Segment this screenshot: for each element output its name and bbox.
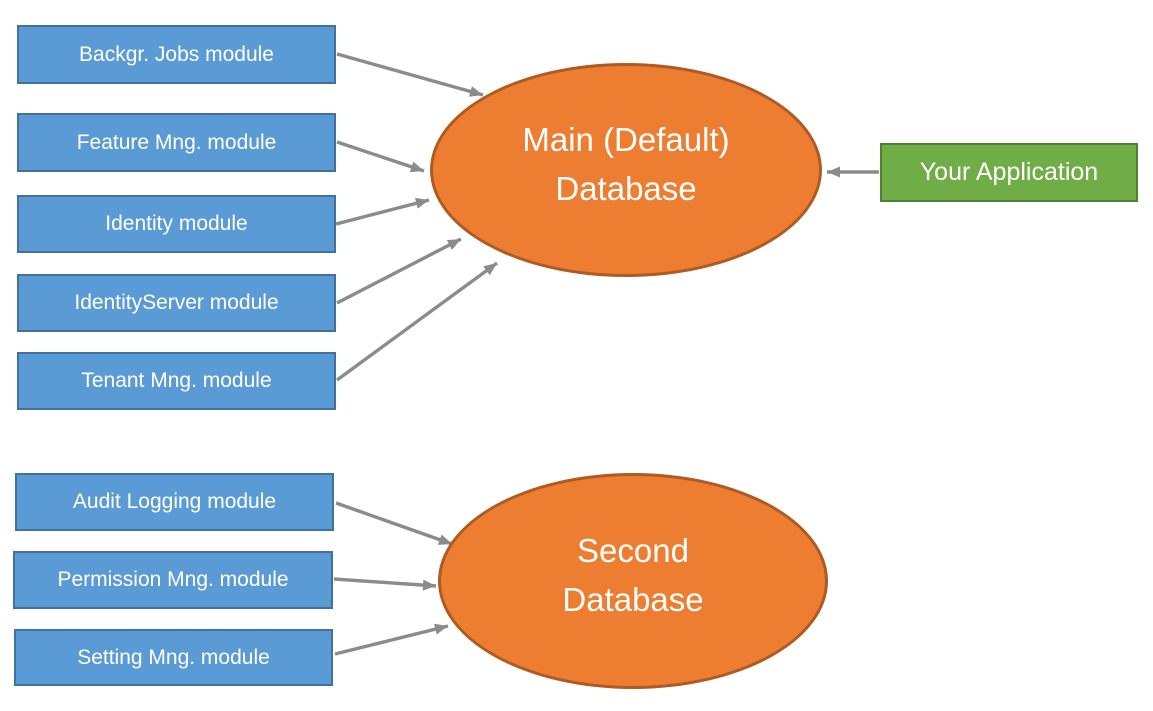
node-tenant-mng-module: Tenant Mng. module	[17, 352, 336, 410]
node-label-line1: Main (Default)	[522, 120, 730, 158]
node-label: Tenant Mng. module	[81, 369, 272, 392]
edge-setting-mng-to-second-db	[334, 623, 449, 656]
edge-identity-to-main-db	[335, 197, 430, 226]
node-label: Feature Mng. module	[76, 130, 277, 154]
node-backgr-jobs-module: Backgr. Jobs module	[17, 25, 336, 84]
node-label: Identity module	[105, 212, 248, 235]
node-label: IdentityServer module	[74, 291, 279, 314]
edge-backgr-jobs-to-main-db	[336, 52, 484, 97]
node-label: Your Application	[919, 158, 1099, 186]
edge-audit-logging-to-second-db	[335, 501, 453, 546]
node-permission-mng-module: Permission Mng. module	[13, 551, 333, 609]
edge-identity-server-to-main-db	[336, 237, 462, 305]
node-label-line2: Database	[562, 581, 704, 618]
node-identity-server-module: IdentityServer module	[17, 274, 336, 332]
node-audit-logging-module: Audit Logging module	[15, 473, 334, 531]
node-feature-mng-module: Feature Mng. module	[17, 113, 336, 172]
node-setting-mng-module: Setting Mng. module	[14, 629, 333, 686]
node-main-database: Main (Default) Database	[430, 63, 822, 277]
edge-feature-mng-to-main-db	[336, 140, 425, 173]
node-label-line1: Second	[577, 531, 689, 569]
node-your-application: Your Application	[880, 143, 1138, 202]
node-identity-module: Identity module	[17, 195, 336, 253]
edge-tenant-mng-to-main-db	[335, 261, 499, 382]
node-label: Audit Logging module	[72, 490, 277, 513]
node-second-database: Second Database	[438, 473, 828, 689]
node-label: Permission Mng. module	[57, 568, 289, 591]
node-label: Backgr. Jobs module	[79, 42, 274, 66]
edge-permission-mng-to-second-db	[333, 577, 437, 591]
node-label-line2: Database	[555, 170, 697, 207]
node-label: Setting Mng. module	[77, 645, 270, 669]
